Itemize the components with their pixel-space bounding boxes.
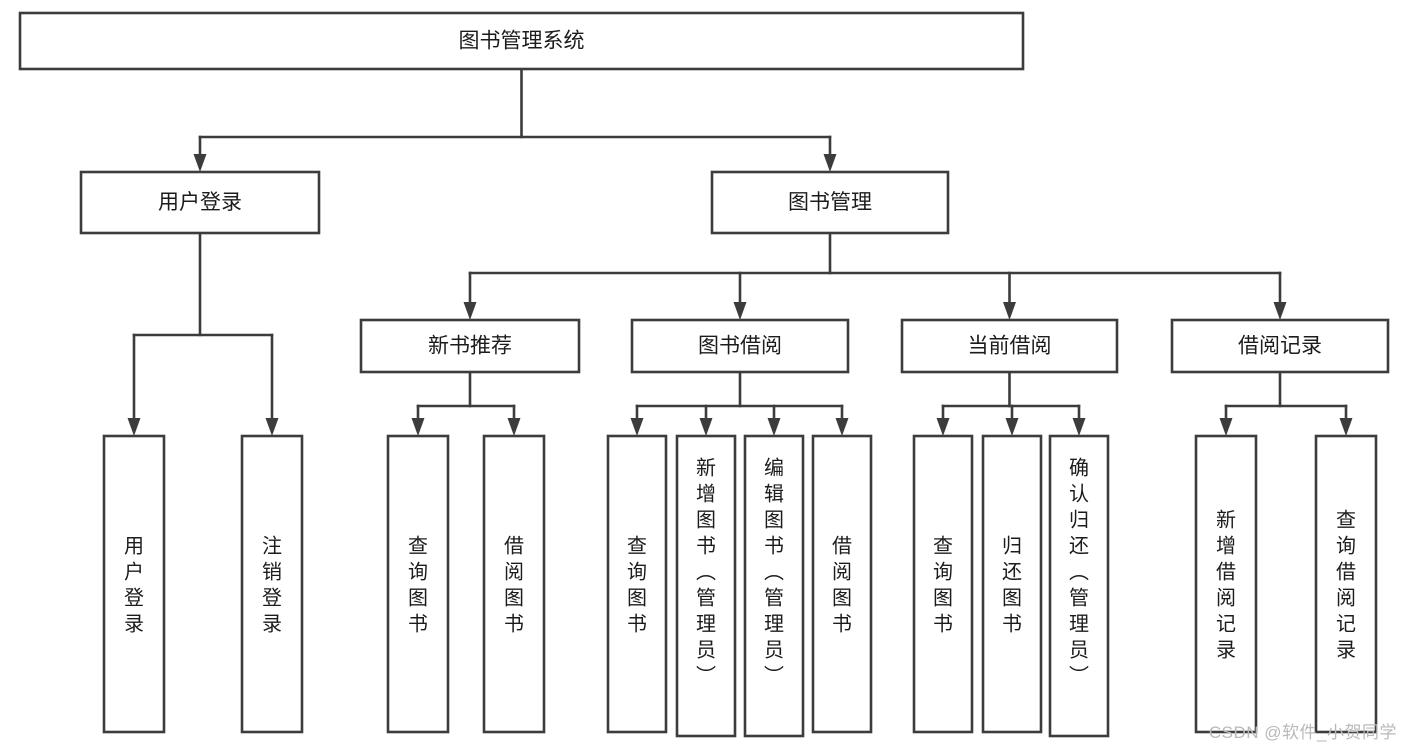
- node-leaf-edit-book[interactable]: 编辑图书︵管理员︶: [743, 434, 805, 738]
- node-label-leaf-user-login: 用户登录: [124, 535, 144, 635]
- node-book-manage[interactable]: 图书管理: [710, 170, 950, 235]
- node-label-leaf-add-book: 新增图书︵管理员︶: [696, 456, 716, 687]
- node-box-borrow-record: [1170, 318, 1390, 374]
- node-box-leaf-edit-book: [743, 434, 805, 738]
- node-label-leaf-logout: 注销登录: [262, 534, 282, 635]
- node-leaf-add-record[interactable]: 新增借阅记录: [1194, 434, 1258, 734]
- node-box-leaf-return-book: [981, 434, 1043, 734]
- node-leaf-query-book-3[interactable]: 查询图书: [912, 434, 974, 734]
- node-leaf-logout[interactable]: 注销登录: [240, 434, 304, 734]
- node-label-leaf-add-record: 新增借阅记录: [1216, 508, 1236, 661]
- node-leaf-borrow-book-1[interactable]: 借阅图书: [482, 434, 546, 734]
- node-box-leaf-add-record: [1194, 434, 1258, 734]
- node-box-book-manage: [710, 170, 950, 235]
- node-label-leaf-borrow-book-2: 借阅图书: [832, 534, 852, 635]
- edge-group-book-manage: [463, 231, 1287, 320]
- node-box-leaf-borrow-book-2: [811, 434, 873, 734]
- edge-group-user-login: [127, 231, 279, 436]
- node-leaf-query-record[interactable]: 查询借阅记录: [1314, 434, 1378, 734]
- node-box-leaf-query-book-2: [606, 434, 668, 734]
- edge-group-root: [193, 67, 837, 172]
- node-label-leaf-edit-book: 编辑图书︵管理员︶: [764, 456, 784, 687]
- node-box-new-book-rec: [359, 318, 581, 374]
- nodes-layer: 图书管理系统用户登录图书管理新书推荐图书借阅当前借阅借阅记录用户登录注销登录查询…: [18, 11, 1390, 738]
- edge-group-new-book-rec: [411, 370, 521, 436]
- node-label-leaf-query-record: 查询借阅记录: [1336, 508, 1356, 661]
- node-label-leaf-borrow-book-1: 借阅图书: [504, 534, 524, 635]
- node-box-user-login: [79, 170, 321, 235]
- node-leaf-confirm-return[interactable]: 确认归还︵管理员︶: [1048, 434, 1110, 738]
- node-label-leaf-confirm-return: 确认归还︵管理员︶: [1069, 456, 1089, 687]
- node-label-leaf-query-book-3: 查询图书: [933, 534, 953, 635]
- node-box-book-borrow: [630, 318, 850, 374]
- node-box-leaf-add-book: [675, 434, 737, 738]
- node-box-leaf-borrow-book-1: [482, 434, 546, 734]
- node-label-leaf-query-book-1: 查询图书: [408, 534, 428, 635]
- edge-group-borrow-record: [1219, 370, 1353, 436]
- node-leaf-user-login[interactable]: 用户登录: [102, 434, 166, 734]
- node-box-leaf-query-book-1: [386, 434, 450, 734]
- edge-group-book-borrow: [630, 370, 849, 436]
- node-label-leaf-return-book: 归还图书: [1002, 534, 1022, 635]
- node-borrow-record[interactable]: 借阅记录: [1170, 318, 1390, 374]
- node-box-leaf-confirm-return: [1048, 434, 1110, 738]
- node-user-login[interactable]: 用户登录: [79, 170, 321, 235]
- node-label-current-borrow: 当前借阅: [968, 335, 1052, 358]
- node-leaf-query-book-1[interactable]: 查询图书: [386, 434, 450, 734]
- node-leaf-return-book[interactable]: 归还图书: [981, 434, 1043, 734]
- node-label-book-manage: 图书管理: [788, 191, 872, 214]
- node-leaf-borrow-book-2[interactable]: 借阅图书: [811, 434, 873, 734]
- node-box-leaf-query-record: [1314, 434, 1378, 734]
- node-box-leaf-query-book-3: [912, 434, 974, 734]
- node-label-new-book-rec: 新书推荐: [428, 335, 512, 358]
- node-label-root: 图书管理系统: [459, 30, 585, 53]
- node-box-leaf-logout: [240, 434, 304, 734]
- node-label-leaf-query-book-2: 查询图书: [627, 534, 647, 635]
- node-leaf-query-book-2[interactable]: 查询图书: [606, 434, 668, 734]
- node-new-book-rec[interactable]: 新书推荐: [359, 318, 581, 374]
- node-label-book-borrow: 图书借阅: [698, 335, 782, 358]
- csdn-watermark: CSDN @软件_小贺同学: [1208, 723, 1397, 742]
- node-box-root: [18, 11, 1025, 71]
- node-label-borrow-record: 借阅记录: [1238, 335, 1322, 358]
- node-label-user-login: 用户登录: [158, 191, 242, 214]
- node-root[interactable]: 图书管理系统: [18, 11, 1025, 71]
- node-current-borrow[interactable]: 当前借阅: [900, 318, 1119, 374]
- node-book-borrow[interactable]: 图书借阅: [630, 318, 850, 374]
- edge-group-current-borrow: [936, 370, 1086, 436]
- edges-layer: [127, 67, 1353, 436]
- node-box-current-borrow: [900, 318, 1119, 374]
- node-leaf-add-book[interactable]: 新增图书︵管理员︶: [675, 434, 737, 738]
- node-box-leaf-user-login: [102, 434, 166, 734]
